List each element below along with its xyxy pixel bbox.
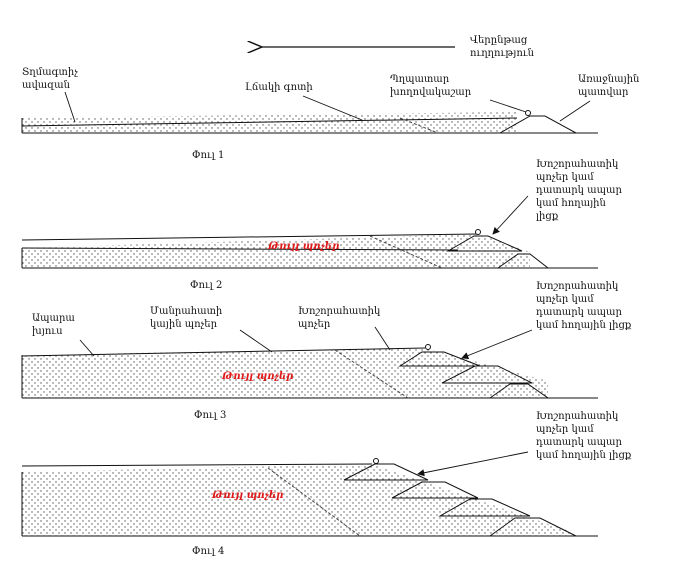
coarse-fill-label: Խոշորահատիկ պոչեր կամ դատարկ ապար կամ հո…	[536, 411, 632, 461]
pond-surface	[21, 463, 373, 467]
fine-tailings-label: Թույլ պոչեր	[212, 490, 284, 501]
phase-2-caption: Փուլ 2	[190, 280, 223, 291]
beach-zone-label: Լճակի գոտի	[245, 82, 313, 93]
raise-1	[446, 235, 523, 252]
tailings-fill	[22, 464, 572, 536]
phase-3-caption: Փուլ 3	[194, 410, 227, 421]
drain-pipe-icon	[525, 110, 531, 116]
drain-pipe-icon	[373, 458, 379, 464]
phase-1-caption: Փուլ 1	[192, 150, 225, 161]
raise-1	[438, 498, 531, 517]
pond-surface	[21, 117, 518, 127]
tailings-fill	[22, 348, 548, 398]
raise-2	[391, 481, 479, 499]
starter-dam-label: Առաջնային պատվար	[578, 74, 640, 98]
drainage-pipe-label: Պղպատար խողովակաշար	[390, 74, 472, 98]
pond-surface	[21, 347, 426, 357]
stage-1	[21, 47, 598, 134]
stage-4	[21, 451, 598, 537]
coarse-fill-label: Խոշորահատիկ պոչեր կամ դատարկ ապար կամ հո…	[536, 159, 622, 222]
leader-line	[417, 451, 529, 477]
phreatic-line	[267, 467, 361, 537]
fine-tailings-label: Թույլ պոչեր	[268, 241, 340, 252]
raise-1	[441, 365, 533, 384]
tailings-pond-label: Տղմագտիչ ավազան	[22, 67, 78, 91]
tailings-fill	[22, 234, 530, 268]
raise-3	[343, 463, 429, 481]
leader-line	[461, 329, 533, 360]
pond-surface	[21, 233, 479, 241]
starter-dam	[498, 115, 577, 134]
tailings-fill	[22, 118, 517, 132]
fine-zone-label: Մանրահատի կային պոչեր	[150, 306, 223, 330]
leader-line	[302, 95, 363, 121]
stage-2	[21, 195, 598, 269]
coarse-fill-label: Խոշորահատիկ պոչեր կամ դատարկ ապար կամ հո…	[536, 281, 632, 331]
leader-line	[492, 195, 529, 235]
raise-2	[398, 351, 481, 367]
fine-tailings-label: Թույլ պոչեր	[222, 371, 294, 382]
coarse-zone-label: Խոշորահատիկ պոչեր	[298, 306, 381, 330]
leader-line	[489, 99, 527, 113]
drain-pipe-icon	[425, 344, 431, 350]
phreatic-line	[334, 349, 409, 399]
direction-label: Վերընթաց ուղղություն	[470, 35, 535, 59]
drain-pipe-icon	[475, 229, 481, 235]
leader-line	[374, 326, 391, 351]
fill-wedge	[22, 112, 517, 118]
phreatic-line	[399, 117, 439, 134]
leader-line	[64, 91, 76, 123]
phreatic-line	[369, 235, 443, 269]
starter-dam	[488, 517, 577, 537]
phase-4-caption: Փուլ 4	[192, 546, 225, 557]
leader-line	[239, 329, 273, 353]
slimes-label: Ապարա խյուս	[32, 313, 75, 337]
starter-dam	[488, 383, 550, 399]
leader-line	[79, 339, 95, 357]
stage-3	[21, 326, 598, 399]
leader-line	[559, 100, 591, 122]
starter-dam	[496, 253, 550, 269]
